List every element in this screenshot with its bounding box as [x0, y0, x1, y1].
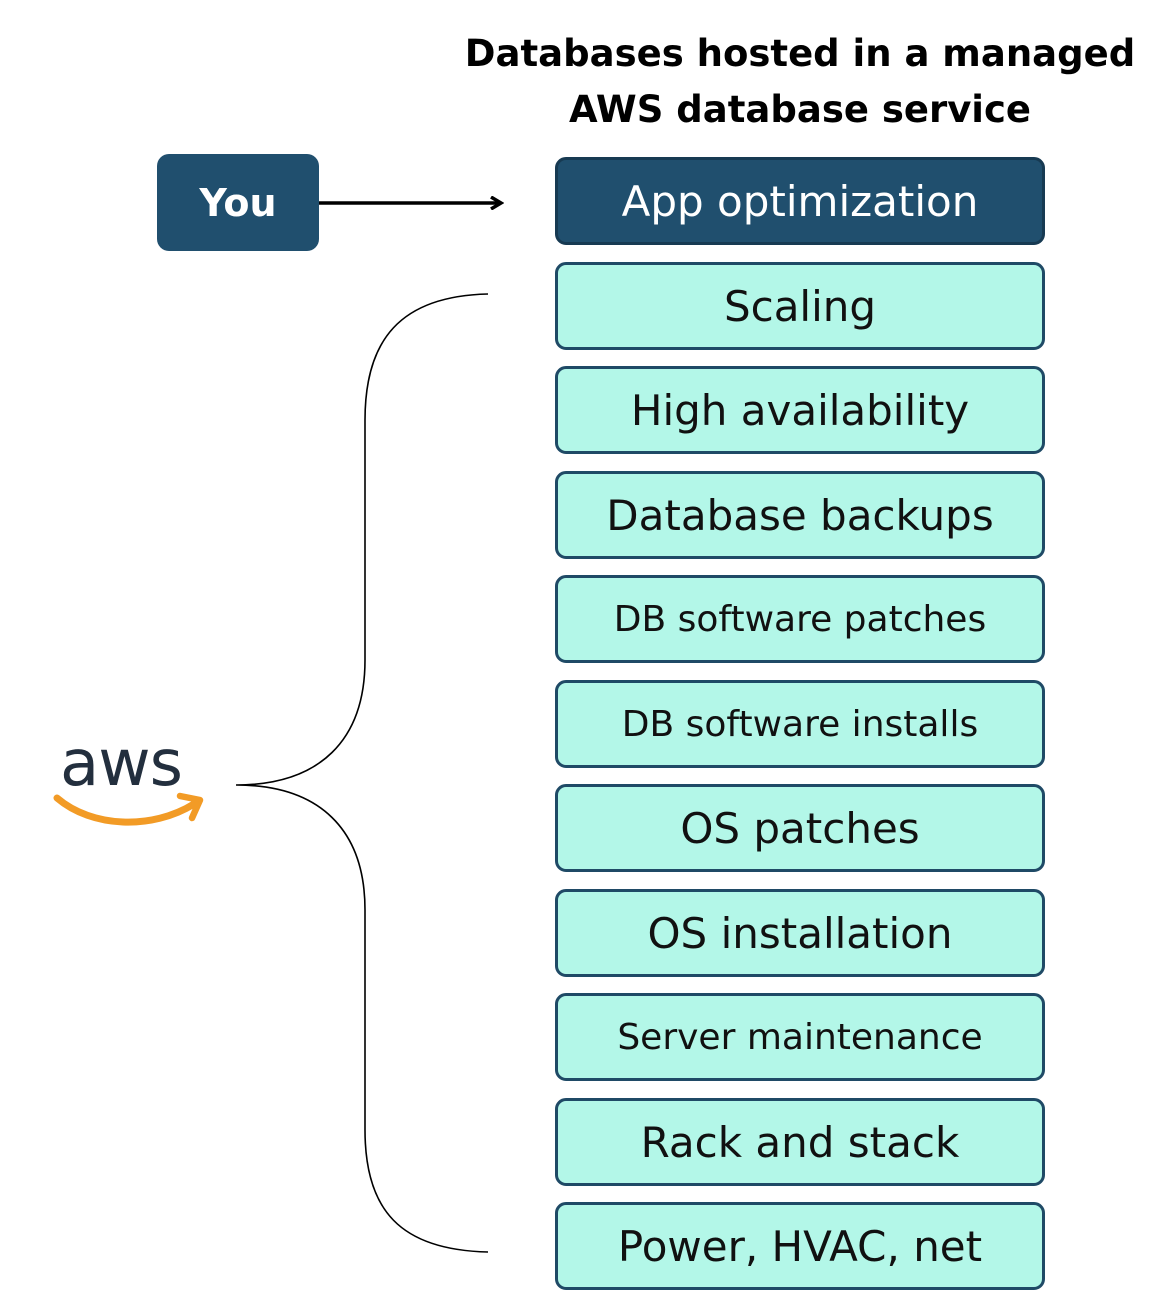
- layer-label: Power, HVAC, net: [617, 1221, 983, 1271]
- layer-label: OS patches: [680, 803, 920, 853]
- layer-label: High availability: [630, 385, 970, 435]
- layer-app-optimization: App optimization: [555, 157, 1045, 245]
- layer-label: Rack and stack: [640, 1117, 960, 1167]
- layer-rack-and-stack: Rack and stack: [555, 1098, 1045, 1186]
- layer-server-maintenance: Server maintenance: [555, 993, 1045, 1081]
- responsibility-stack: App optimization Scaling High availabili…: [555, 0, 1045, 1308]
- layer-os-patches: OS patches: [555, 784, 1045, 872]
- layer-label: Database backups: [606, 490, 994, 540]
- layer-label: App optimization: [621, 176, 979, 226]
- layer-power-hvac-net: Power, HVAC, net: [555, 1202, 1045, 1290]
- layer-label: DB software patches: [613, 598, 987, 640]
- diagram-title: Databases hosted in a managed AWS databa…: [440, 26, 1156, 138]
- aws-logo: aws: [52, 728, 207, 838]
- title-line-1: Databases hosted in a managed: [464, 32, 1136, 75]
- layer-label: Server maintenance: [617, 1016, 983, 1058]
- layer-high-availability: High availability: [555, 366, 1045, 454]
- layer-scaling: Scaling: [555, 262, 1045, 350]
- layer-db-software-installs: DB software installs: [555, 680, 1045, 768]
- layer-label: Scaling: [723, 281, 877, 331]
- layer-db-software-patches: DB software patches: [555, 575, 1045, 663]
- aws-smile-arrow-icon: [53, 792, 204, 826]
- aws-logo-text: aws: [60, 727, 183, 801]
- you-label: You: [199, 180, 277, 225]
- layer-label: DB software installs: [621, 703, 979, 745]
- title-line-2: AWS database service: [568, 88, 1032, 131]
- layer-os-installation: OS installation: [555, 889, 1045, 977]
- layer-label: OS installation: [647, 908, 953, 958]
- layer-database-backups: Database backups: [555, 471, 1045, 559]
- aws-brace: [235, 293, 489, 1253]
- you-box: You: [157, 154, 319, 251]
